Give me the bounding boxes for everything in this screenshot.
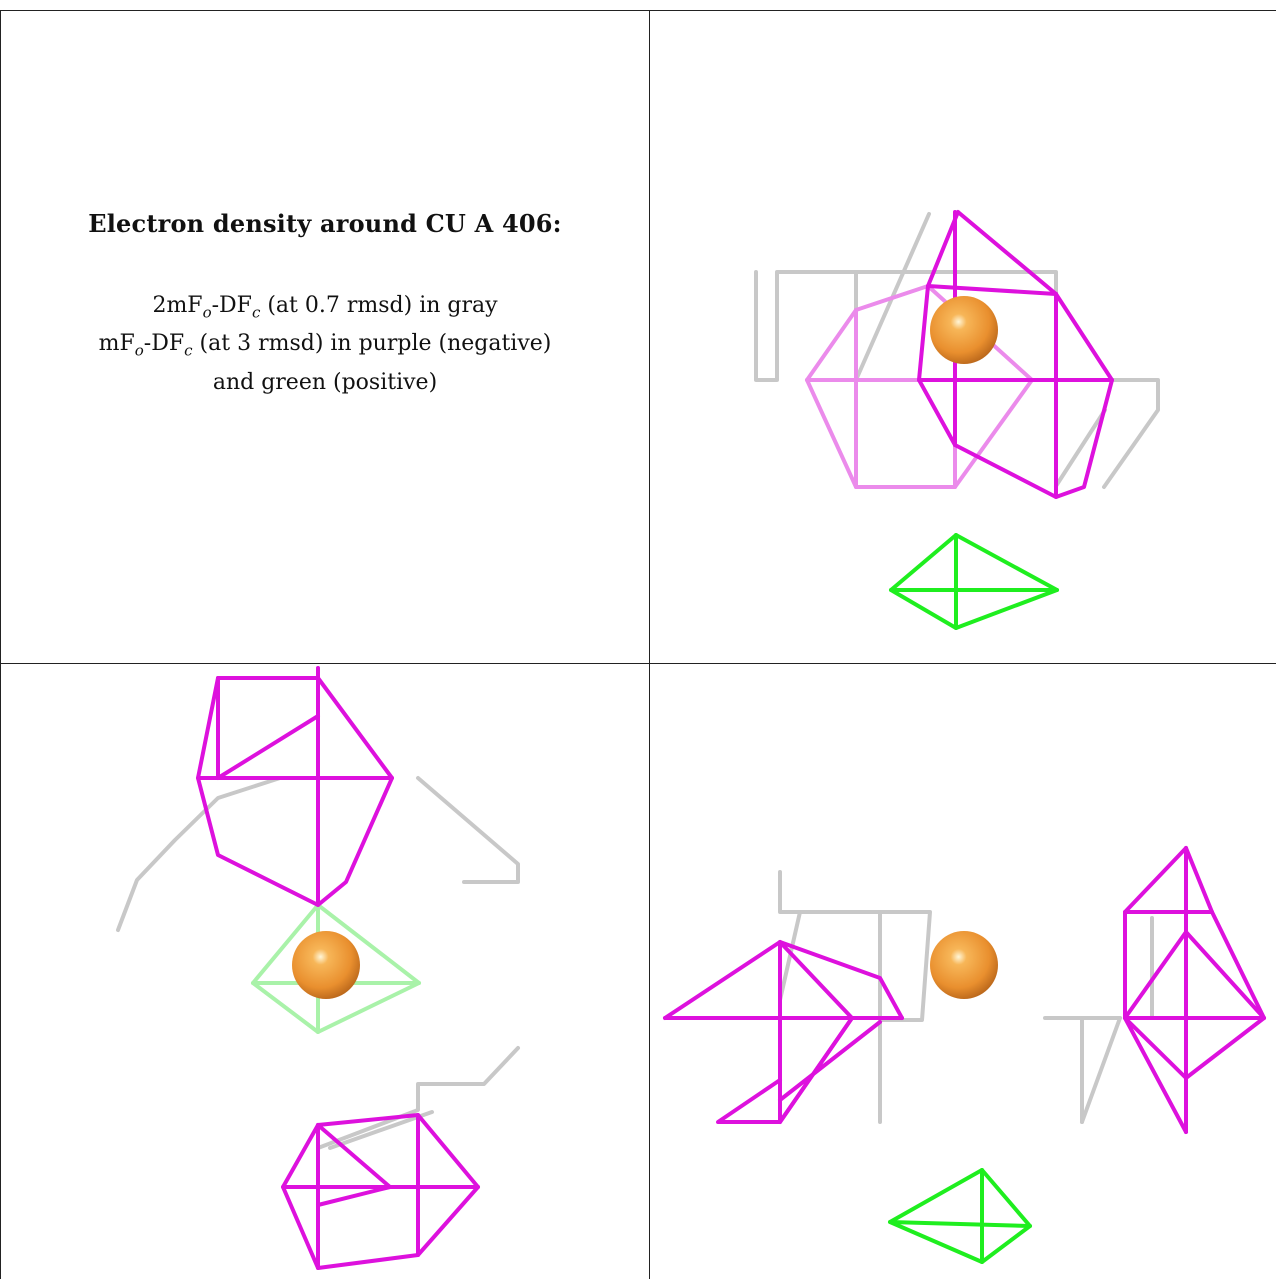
caption-line-green: and green (positive) — [212, 369, 438, 395]
caption-text: -DF — [211, 293, 252, 318]
gray-mesh — [778, 870, 1154, 1124]
caption-sub: c — [251, 303, 261, 322]
negative-mesh-right — [1123, 846, 1266, 1134]
caption-sub: c — [184, 341, 193, 360]
caption-text: (at 3 rmsd) in purple (negative) — [192, 331, 552, 357]
caption-cell: Electron density around CU A 406: 2mFo-D… — [1, 11, 649, 663]
panel-bottom-left — [116, 666, 520, 1270]
panel-bottom-right — [663, 846, 1266, 1264]
negative-mesh-lower — [281, 1113, 480, 1270]
negative-mesh — [663, 940, 904, 1124]
caption-line-mfo: mFo-DFc (at 3 rmsd) in purple (negative) — [15, 328, 635, 366]
copper-atom — [930, 931, 998, 999]
table-border-middle-horizontal — [0, 663, 1276, 664]
caption-line-2mfo: 2mFo-DFc (at 0.7 rmsd) in gray — [15, 290, 635, 328]
caption-text: -DF — [143, 331, 185, 357]
caption-text: mF — [98, 331, 135, 357]
negative-mesh — [196, 666, 394, 907]
caption: Electron density around CU A 406: 2mFo-D… — [15, 209, 635, 399]
panel-top-right — [754, 210, 1160, 630]
copper-atom — [292, 931, 360, 999]
positive-mesh — [889, 533, 1059, 630]
caption-text: (at 0.7 rmsd) in gray — [260, 293, 498, 318]
copper-atom — [930, 296, 998, 364]
positive-mesh — [888, 1168, 1032, 1264]
caption-title: Electron density around CU A 406: — [88, 209, 562, 238]
table-border-middle-vertical — [649, 10, 650, 1279]
table-border-top — [0, 10, 1276, 11]
table-border-left — [0, 10, 1, 1279]
caption-sub: o — [134, 341, 144, 360]
caption-sub: o — [202, 303, 212, 322]
caption-text: 2mF — [152, 293, 203, 318]
